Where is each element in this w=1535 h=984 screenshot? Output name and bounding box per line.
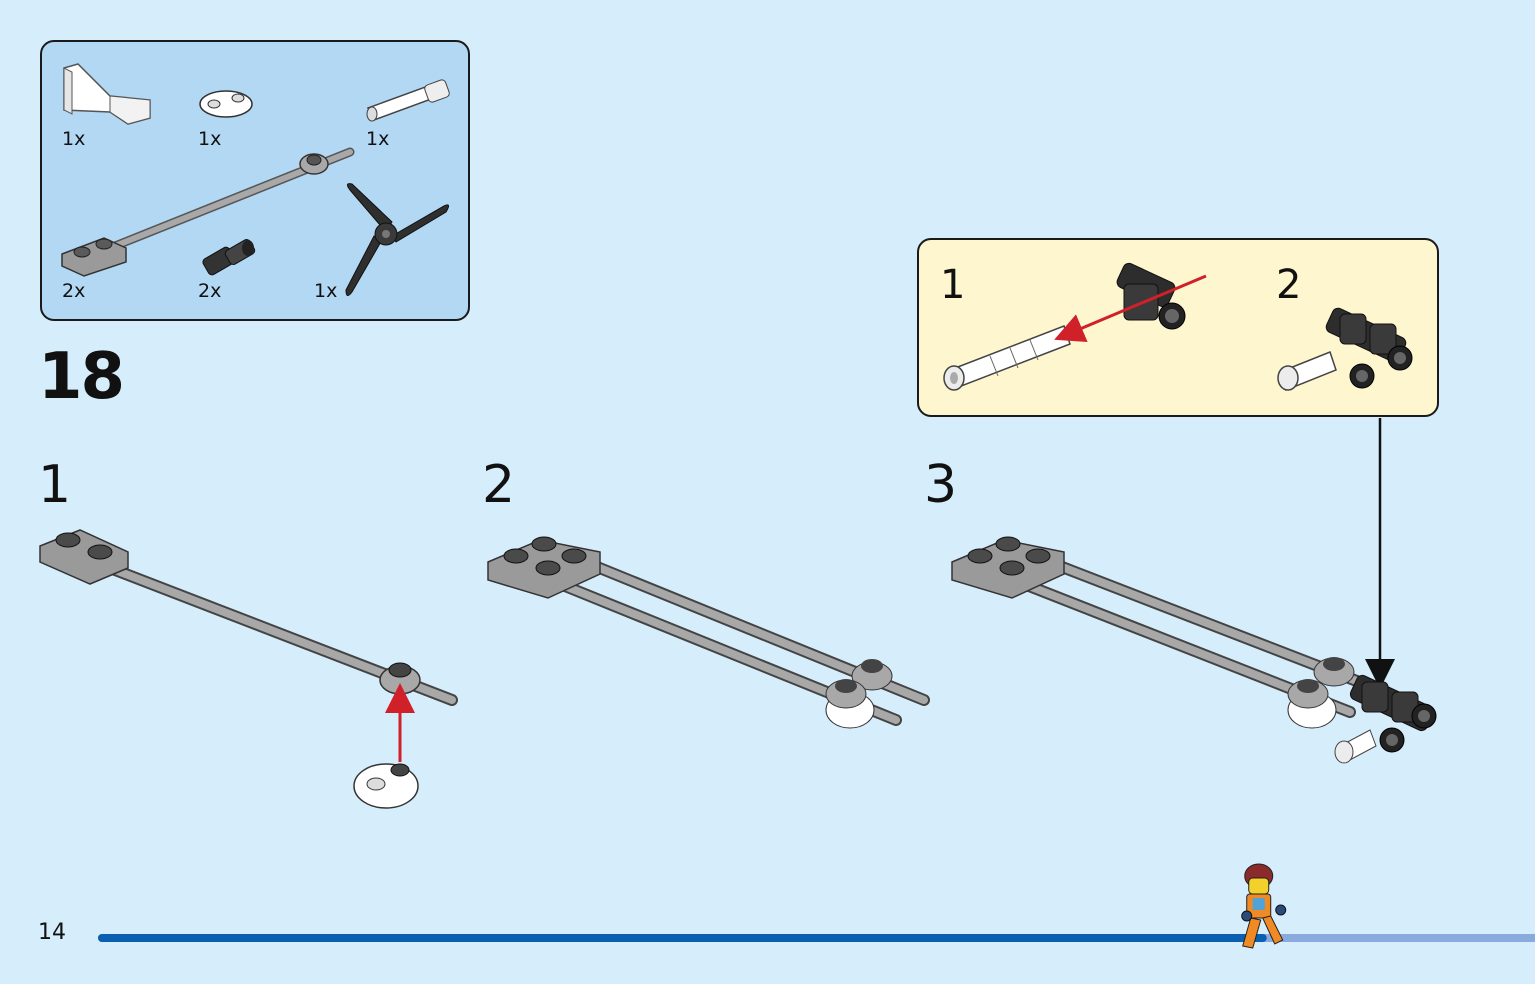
substep-label: 1 — [38, 455, 72, 515]
page-number: 14 — [38, 920, 66, 945]
substep-1-illustration — [39, 529, 458, 809]
callout-step-label: 2 — [1276, 262, 1302, 308]
substep-3-illustration — [951, 536, 1437, 764]
wedge-plate-part — [63, 63, 151, 125]
propeller-part — [345, 183, 450, 296]
substep-label: 2 — [482, 455, 516, 515]
part-qty: 1x — [198, 128, 222, 150]
substep-2-illustration — [487, 536, 930, 729]
callout-step-label: 1 — [940, 262, 966, 308]
callout-2-illustration — [1277, 307, 1413, 391]
parts-list-box — [40, 40, 470, 321]
round-plate-part — [199, 90, 253, 118]
part-qty: 1x — [366, 128, 390, 150]
part-qty: 2x — [62, 280, 86, 302]
axle-pin-part — [366, 79, 450, 122]
minifigure-progress-marker — [1241, 863, 1287, 949]
callout-1-illustration — [943, 262, 1207, 391]
bar-with-plate-part — [61, 147, 355, 277]
cross-connector-part — [202, 239, 256, 276]
step-number: 18 — [38, 340, 125, 414]
part-qty: 2x — [198, 280, 222, 302]
substep-label: 3 — [924, 455, 958, 515]
part-qty: 1x — [62, 128, 86, 150]
part-qty: 1x — [314, 280, 338, 302]
